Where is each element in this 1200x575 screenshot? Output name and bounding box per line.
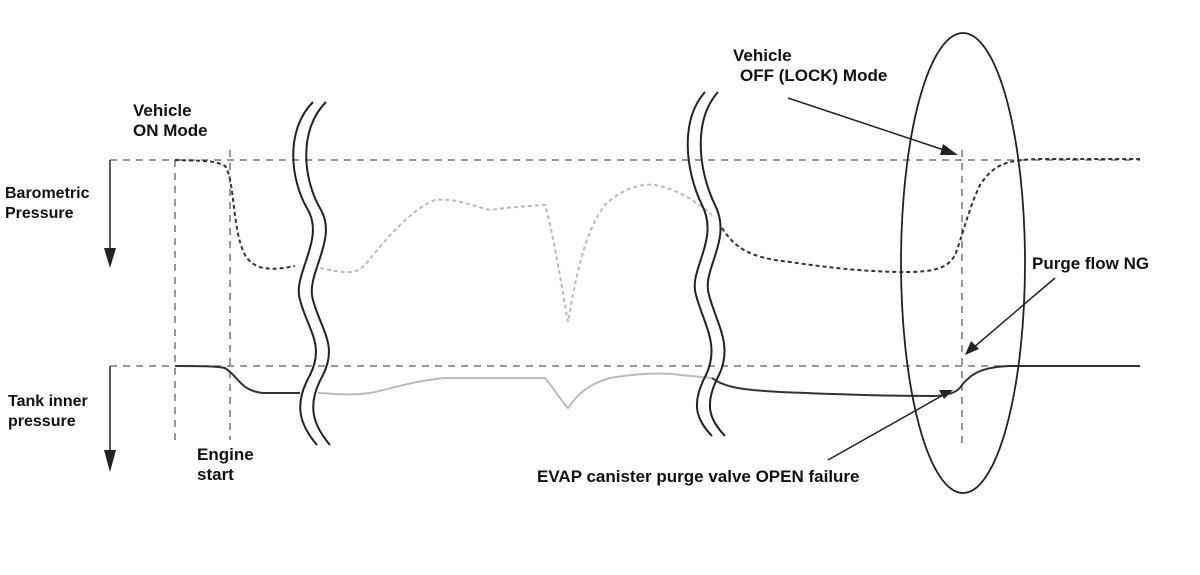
- tank-trace-mid-gray: [317, 372, 713, 410]
- engine-start-line2: start: [197, 465, 234, 484]
- tank-trace-end: [711, 365, 1140, 398]
- tank-inner-pressure-label: Tank inner pressure: [8, 392, 88, 432]
- barometric-axis-arrow: [104, 160, 116, 268]
- vehicle-off-callout-arrow: [787, 97, 958, 155]
- barometric-label-line2: Pressure: [5, 205, 74, 222]
- vehicle-off-mode-label: Vehicle OFF (LOCK) Mode: [733, 46, 887, 86]
- tank-trace-start: [174, 365, 300, 394]
- barometric-trace-start: [174, 159, 296, 270]
- vehicle-on-mode-label: Vehicle ON Mode: [133, 101, 208, 141]
- vehicle-on-line2: ON Mode: [133, 121, 208, 140]
- engine-start-line1: Engine: [197, 445, 254, 464]
- vehicle-on-line1: Vehicle: [133, 101, 192, 120]
- evap-failure-callout-arrow: [827, 390, 953, 461]
- tank-label-line2: pressure: [8, 413, 76, 430]
- barometric-label-line1: Barometric: [5, 185, 90, 202]
- vehicle-off-line2: OFF (LOCK) Mode: [740, 66, 888, 85]
- barometric-trace-mid-gray: [319, 183, 713, 323]
- time-break-left: [292, 101, 331, 446]
- barometric-trace-end: [721, 158, 1140, 274]
- evap-failure-label: EVAP canister purge valve OPEN failure: [537, 467, 860, 487]
- purge-flow-ng-text: Purge flow NG: [1032, 254, 1150, 273]
- tank-axis-arrow: [104, 366, 116, 472]
- engine-start-label: Engine start: [197, 445, 254, 485]
- purge-flow-ng-callout-arrow: [965, 277, 1056, 355]
- time-break-right: [686, 91, 726, 437]
- failure-highlight-ellipse: [900, 32, 1026, 494]
- vehicle-off-line1: Vehicle: [733, 46, 792, 65]
- purge-flow-ng-label: Purge flow NG: [1032, 254, 1149, 274]
- evap-failure-text: EVAP canister purge valve OPEN failure: [537, 467, 860, 486]
- tank-label-line1: Tank inner: [8, 393, 88, 410]
- barometric-pressure-label: Barometric Pressure: [5, 184, 89, 224]
